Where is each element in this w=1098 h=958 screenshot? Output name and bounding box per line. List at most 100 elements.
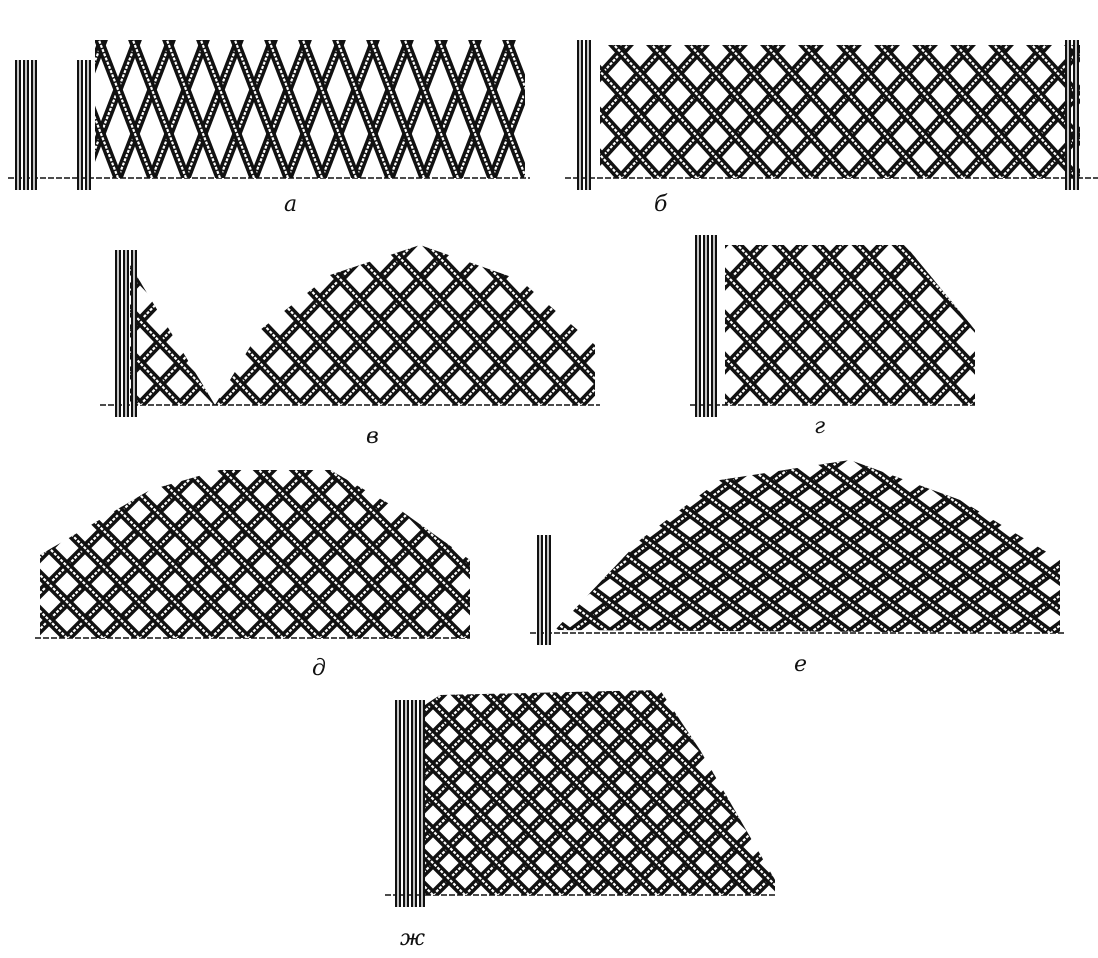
panel-label-zh: ж: [400, 926, 426, 951]
rod-left: [95, 40, 157, 178]
lattice: [0, 238, 470, 638]
rod-left: [425, 690, 597, 895]
panel-a: [0, 0, 530, 190]
rod-left: [765, 690, 775, 895]
rod-right: [749, 690, 775, 895]
rod-right: [487, 40, 525, 178]
rod-left: [555, 460, 853, 633]
rod-left: [59, 470, 467, 638]
lattice: [725, 5, 1098, 405]
rod-right: [317, 40, 481, 178]
rod-right: [453, 40, 525, 178]
rod-right: [0, 238, 35, 638]
rod-left: [231, 40, 395, 178]
rod-left: [425, 690, 565, 895]
rod-left: [425, 690, 693, 895]
rod-right: [687, 460, 1060, 633]
rod-left: [95, 40, 191, 178]
panel-label-v: в: [366, 424, 379, 449]
rod-left: [40, 470, 179, 638]
rod-left: [0, 495, 209, 895]
rod-right: [1041, 495, 1098, 895]
rod-right: [1073, 495, 1098, 895]
rod-left: [555, 460, 973, 633]
rod-right: [1073, 45, 1080, 178]
rod-right: [95, 40, 243, 178]
rod-left: [40, 470, 251, 638]
rod-left: [555, 460, 733, 633]
rod-left: [40, 470, 359, 638]
rod-left: [555, 460, 1053, 633]
lattice: [555, 233, 1098, 633]
rod-right: [147, 40, 311, 178]
rod-left: [95, 470, 470, 638]
rod-right: [387, 470, 470, 638]
rod-right: [207, 470, 470, 638]
rod-right: [725, 245, 835, 405]
lattice: [600, 0, 1098, 178]
lattice: [0, 0, 525, 178]
rod-right: [283, 40, 447, 178]
rod-left: [40, 470, 215, 638]
rod-right: [967, 460, 1060, 633]
rod-left: [130, 245, 304, 405]
panel-e: [530, 233, 1098, 645]
rod-left: [129, 40, 293, 178]
rod-left: [40, 470, 395, 638]
rod-left: [131, 470, 470, 638]
rod-left: [425, 690, 775, 895]
rod-right: [351, 40, 515, 178]
rod-left: [0, 495, 17, 895]
rod-right: [99, 470, 470, 638]
rod-right: [425, 690, 645, 895]
rod-left: [425, 690, 501, 895]
rod-left: [95, 40, 225, 178]
rod-left: [555, 460, 813, 633]
panel-label-e: е: [794, 652, 808, 677]
panel-b: [565, 0, 1098, 190]
rod-left: [265, 40, 429, 178]
rod-left: [445, 690, 775, 895]
rod-left: [555, 460, 1060, 633]
rod-left: [197, 40, 361, 178]
rod-left: [299, 40, 463, 178]
rod-right: [1090, 5, 1098, 405]
rod-right: [279, 470, 470, 638]
rod-right: [40, 470, 399, 638]
panel-g: [690, 5, 1098, 417]
rod-right: [887, 460, 1060, 633]
rod-right: [181, 40, 345, 178]
rod-left: [40, 470, 143, 638]
rod-right: [1090, 233, 1098, 633]
panel-d: [0, 238, 470, 639]
rod-right: [847, 460, 1060, 633]
panel-label-g: г: [814, 414, 826, 439]
rod-right: [927, 460, 1060, 633]
rod-left: [333, 40, 497, 178]
panel-label-a: а: [284, 192, 298, 217]
rod-left: [555, 460, 1013, 633]
rod-right: [243, 470, 470, 638]
rod-left: [989, 5, 1098, 405]
rod-left: [163, 40, 327, 178]
rod-left: [95, 40, 259, 178]
rod-right: [425, 690, 741, 895]
rod-right: [567, 460, 1060, 633]
rod-right: [419, 40, 525, 178]
rod-right: [130, 245, 205, 405]
rod-left: [367, 40, 525, 178]
panel-label-d: д: [312, 656, 326, 681]
rod-left: [873, 460, 1060, 633]
rod-right: [727, 460, 1060, 633]
rod-left: [425, 690, 725, 895]
rod-right: [555, 460, 1060, 633]
rod-right: [425, 690, 677, 895]
rod-left: [425, 690, 629, 895]
rod-left: [40, 470, 287, 638]
rod-left: [1093, 0, 1098, 178]
rod-left: [0, 0, 84, 178]
rod-right: [0, 5, 81, 405]
rod-left: [40, 470, 323, 638]
rod-left: [0, 0, 16, 178]
